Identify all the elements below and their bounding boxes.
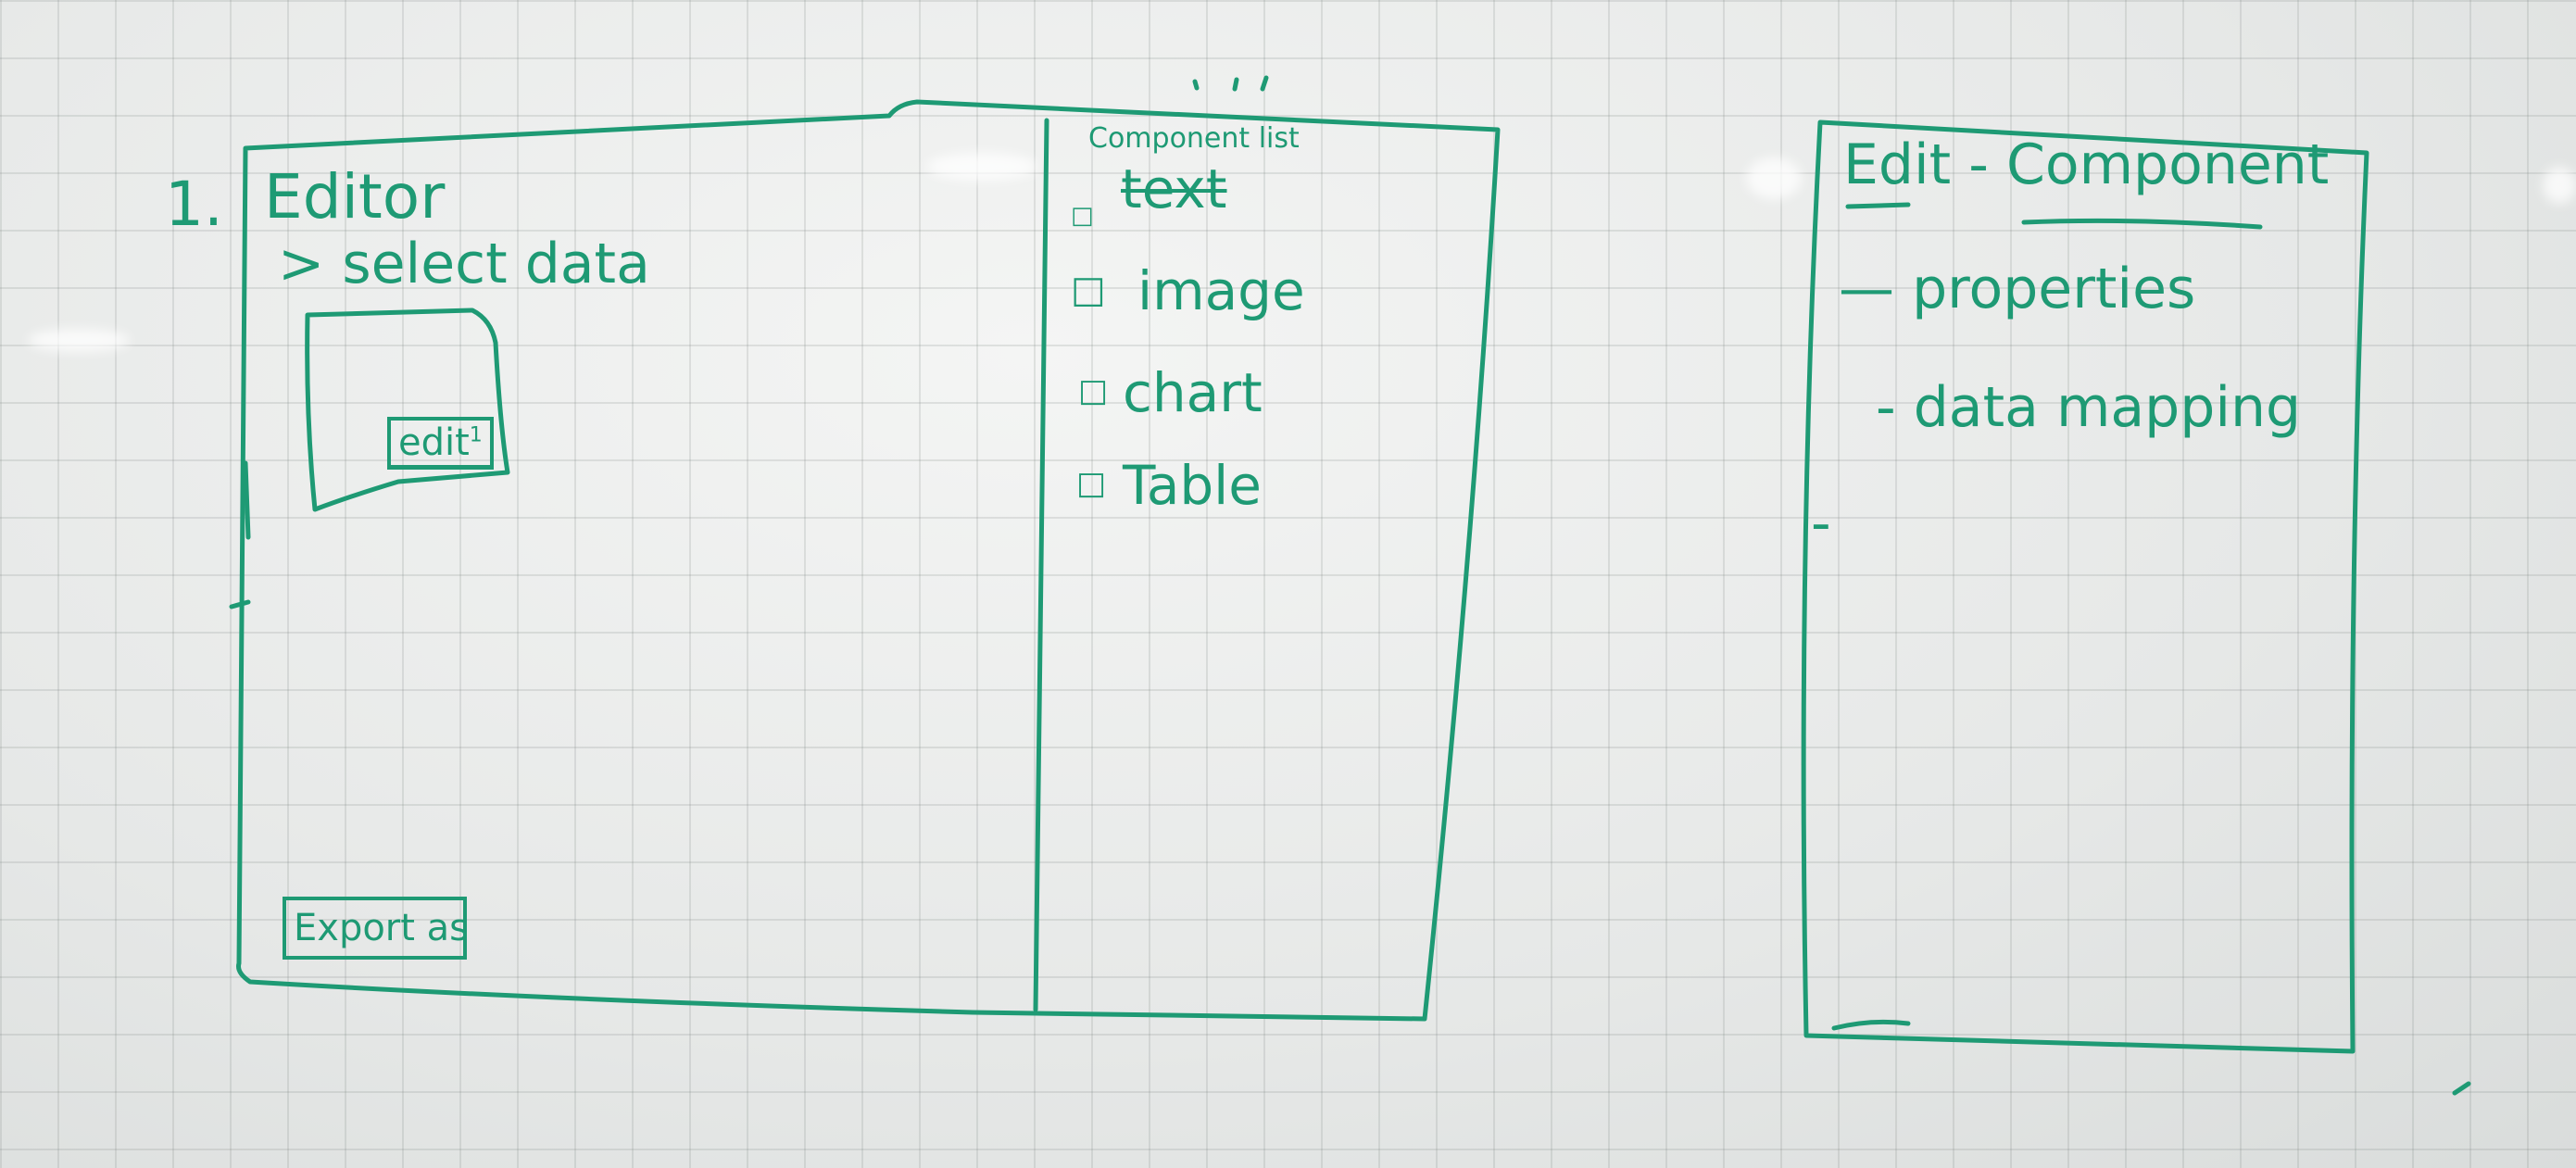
edit-widget-button[interactable]: edit1 — [387, 417, 494, 470]
editor-title: Editor — [264, 161, 446, 232]
ink-speck — [2452, 1081, 2471, 1096]
component-list-title: Component list — [1088, 122, 1300, 155]
board-glare — [28, 329, 130, 352]
component-item-label: Table — [1123, 454, 1262, 517]
edit-title-underline — [1845, 202, 1911, 209]
board-glare — [926, 153, 1037, 181]
export-as-button[interactable]: Export as — [283, 897, 469, 960]
board-glare — [1746, 157, 1802, 199]
component-list-divider — [1033, 118, 1049, 1012]
ink-speck — [1192, 75, 1269, 92]
editor-panel-frame — [236, 99, 1501, 1022]
step-number: 1. — [165, 169, 223, 240]
checkbox-icon: □ — [1071, 269, 1106, 311]
checkbox-icon: □ — [1071, 202, 1094, 230]
editor-frame-notch — [229, 460, 251, 609]
data-mapping-item[interactable]: - data mapping — [1876, 375, 2302, 440]
edit-component-title-underline — [2021, 218, 2263, 230]
edit-component-panel-frame — [1801, 119, 2369, 1054]
edit-component-bottom-mark — [1831, 1019, 1911, 1031]
component-item-label: chart — [1123, 361, 1263, 424]
placeholder-image-box — [305, 308, 510, 512]
empty-list-item[interactable]: - — [1811, 491, 1831, 556]
board-glare — [2543, 167, 2576, 204]
edit-component-title: Edit - Component — [1843, 132, 2330, 197]
component-item-label: text — [1121, 157, 1227, 220]
component-item-label: image — [1137, 259, 1305, 322]
properties-item[interactable]: — properties — [1839, 257, 2196, 321]
checkbox-icon: □ — [1078, 372, 1109, 409]
checkbox-icon: □ — [1076, 465, 1107, 502]
edit-label: edit — [398, 421, 470, 464]
edit-badge: 1 — [469, 423, 483, 447]
select-data-action[interactable]: > select data — [278, 232, 650, 296]
